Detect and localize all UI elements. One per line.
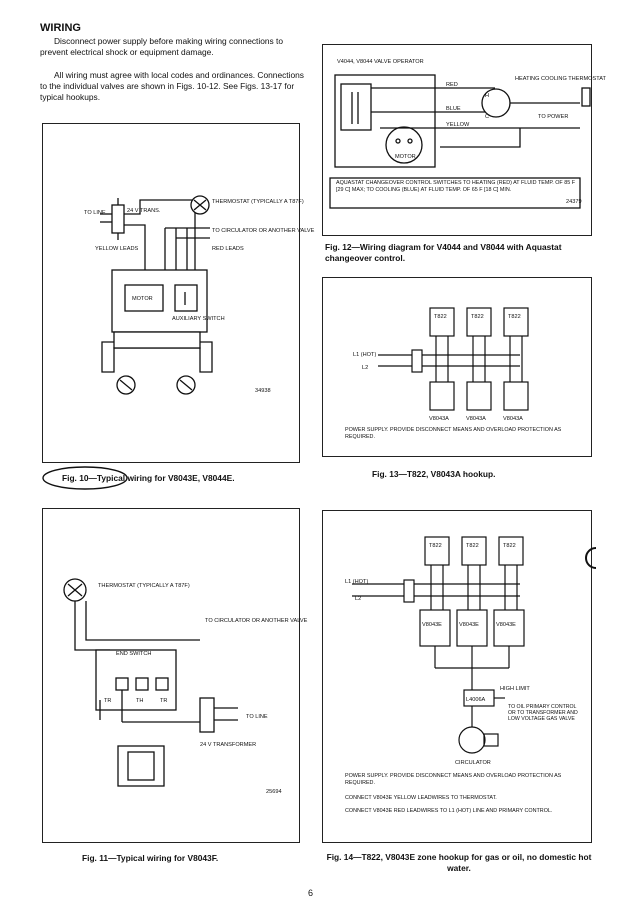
fig13-caption: Fig. 13—T822, V8043A hookup. <box>372 469 496 479</box>
fig14-labels: T822 T822 T822 V8043E V8043E V8043E L1 (… <box>345 543 578 814</box>
fig13-diagram <box>378 307 529 411</box>
fig11-diagram <box>63 578 238 787</box>
fig10-code: 34938 <box>255 388 271 394</box>
fig11-tr1: TR <box>104 698 111 704</box>
fig10-yellow-leads: YELLOW LEADS <box>95 246 138 252</box>
fig10-aux-switch: AUXILIARY SWITCH <box>172 316 225 322</box>
fig13-note: POWER SUPPLY. PROVIDE DISCONNECT MEANS A… <box>345 427 562 440</box>
fig10-frame <box>42 123 300 463</box>
fig14-v8043e-2: V8043E <box>459 622 479 628</box>
fig10-motor-label: MOTOR <box>132 296 153 302</box>
page-number: 6 <box>307 888 313 898</box>
fig14-diagram <box>352 536 525 754</box>
fig14-v8043e-3: V8043E <box>496 622 516 628</box>
fig12-yellow: YELLOW <box>446 122 470 128</box>
fig12-valve-op: V4044, V8044 VALVE OPERATOR <box>337 59 424 65</box>
fig14-l2: L2 <box>355 596 361 602</box>
fig13-t822-2: T822 <box>471 314 484 320</box>
fig13-frame <box>322 277 592 457</box>
fig13-labels: T822 T822 T822 V8043A V8043A V8043A L1 (… <box>345 314 562 440</box>
paragraph-codes: All wiring must agree with local codes a… <box>40 70 304 102</box>
fig13-v8043a-1: V8043A <box>429 416 449 422</box>
fig12-red: RED <box>446 82 458 88</box>
fig11-transformer: 24 V TRANSFORMER <box>200 742 256 748</box>
fig11-frame <box>42 508 300 843</box>
fig10-trans: 24 V TRANS. <box>127 208 161 214</box>
fig11-to-line: TO LINE <box>246 714 268 720</box>
handwritten-circle-mark <box>42 466 128 490</box>
fig14-high-limit: HIGH LIMIT <box>500 686 530 692</box>
fig14-t822-3: T822 <box>503 543 516 549</box>
fig11-end-switch: END SWITCH <box>116 651 151 657</box>
section-heading: WIRING <box>40 22 81 34</box>
fig12-labels: V4044, V8044 VALVE OPERATOR RED BLUE YEL… <box>336 59 607 205</box>
fig12-diagram <box>329 74 591 209</box>
fig10-caption: Fig. 10—Typical wiring for V8043E, V8044… <box>62 473 235 483</box>
fig10-red-leads: RED LEADS <box>212 246 244 252</box>
fig12-h: H <box>485 93 489 99</box>
fig14-note1: POWER SUPPLY. PROVIDE DISCONNECT MEANS A… <box>345 773 562 786</box>
fig11-th: TH <box>136 698 143 704</box>
fig12-note: AQUASTAT CHANGEOVER CONTROL SWITCHES TO … <box>336 180 576 193</box>
fig14-caption: Fig. 14—T822, V8043E zone hookup for gas… <box>326 852 592 873</box>
fig12-to-power: TO POWER <box>538 114 568 120</box>
fig14-limit: L4006A <box>466 697 486 703</box>
fig13-l2: L2 <box>362 365 368 371</box>
fig12-code: 24379 <box>566 199 582 205</box>
fig12-motor: MOTOR <box>395 154 416 160</box>
fig11-caption: Fig. 11—Typical wiring for V8043F. <box>82 853 219 863</box>
fig13-v8043a-2: V8043A <box>466 416 486 422</box>
fig11-labels: THERMOSTAT (TYPICALLY A T87F) TO CIRCULA… <box>98 583 308 795</box>
fig11-tr2: TR <box>160 698 167 704</box>
fig14-note2: CONNECT V8043E YELLOW LEADWIRES TO THERM… <box>345 795 497 801</box>
fig10-to-line: TO LINE <box>84 210 106 216</box>
fig14-t822-1: T822 <box>429 543 442 549</box>
fig12-caption: Fig. 12—Wiring diagram for V4044 and V80… <box>325 242 562 263</box>
fig12-blue: BLUE <box>446 106 461 112</box>
fig14-l1: L1 (HOT) <box>345 579 368 585</box>
fig10-circulator-label: TO CIRCULATOR OR ANOTHER VALVE <box>212 228 315 234</box>
fig13-v8043a-3: V8043A <box>503 416 523 422</box>
fig13-l1: L1 (HOT) <box>353 352 376 358</box>
fig13-t822-3: T822 <box>508 314 521 320</box>
fig10-labels: TO LINE 24 V TRANS. THERMOSTAT (TYPICALL… <box>84 199 315 394</box>
fig13-t822-1: T822 <box>434 314 447 320</box>
fig11-thermostat-label: THERMOSTAT (TYPICALLY A T87F) <box>98 583 190 589</box>
fig10-diagram <box>100 195 213 395</box>
fig10-thermostat-label: THERMOSTAT (TYPICALLY A T87F) <box>212 199 304 205</box>
punch-hole-mark <box>585 547 597 569</box>
fig14-note3: CONNECT V8043E RED LEADWIRES TO L1 (HOT)… <box>345 808 553 814</box>
paragraph-disconnect: Disconnect power supply before making wi… <box>40 36 284 57</box>
fig12-frame <box>322 44 592 236</box>
fig12-thermostat-label: HEATING COOLING THERMOSTAT <box>515 76 607 82</box>
fig14-v8043e-1: V8043E <box>422 622 442 628</box>
fig14-oil-primary: TO OIL PRIMARY CONTROL OR TO TRANSFORMER… <box>508 704 578 723</box>
fig11-circulator-label: TO CIRCULATOR OR ANOTHER VALVE <box>205 618 308 624</box>
fig12-c: C <box>485 114 489 120</box>
fig11-code: 25694 <box>266 789 282 795</box>
fig14-frame <box>322 510 592 843</box>
fig14-t822-2: T822 <box>466 543 479 549</box>
fig14-circulator: CIRCULATOR <box>455 760 491 766</box>
